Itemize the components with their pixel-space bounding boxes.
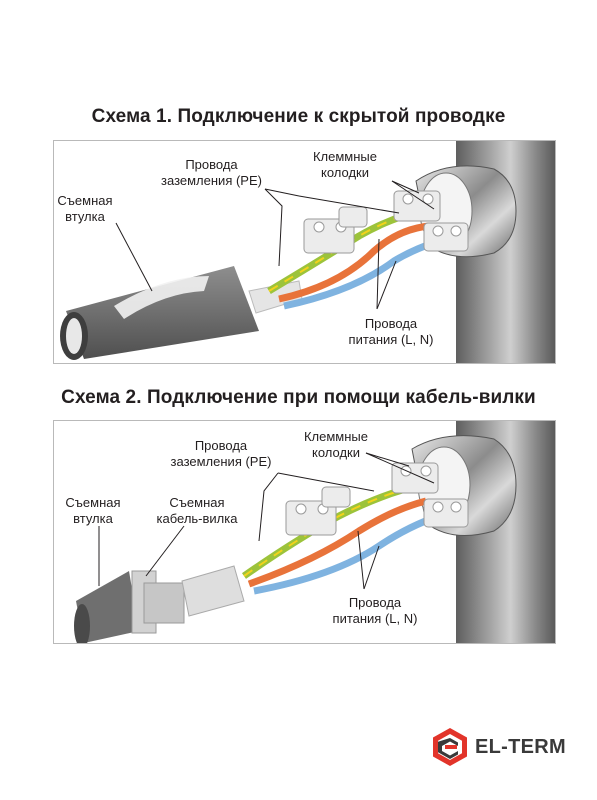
leader-lines [115, 180, 435, 310]
scheme2-illustration [74, 421, 555, 643]
scheme2-title: Схема 2. Подключение при помощи кабель-в… [61, 387, 536, 408]
removable-sleeve [66, 266, 259, 359]
terminal-block-2 [391, 462, 469, 528]
scheme1-title: Схема 1. Подключение к скрытой проводке [91, 106, 506, 127]
cable-plug [131, 565, 245, 634]
el-term-logo-icon [433, 728, 467, 766]
scheme1-illustration [60, 141, 555, 363]
terminal-block-1 [303, 206, 368, 254]
removable-sleeve [76, 571, 139, 643]
leader-lines [98, 452, 435, 590]
brand-name: EL-TERM [475, 735, 566, 758]
brand-logo: EL-TERM [431, 727, 566, 767]
terminal-block-1 [285, 486, 351, 536]
terminal-block-2 [393, 190, 469, 252]
